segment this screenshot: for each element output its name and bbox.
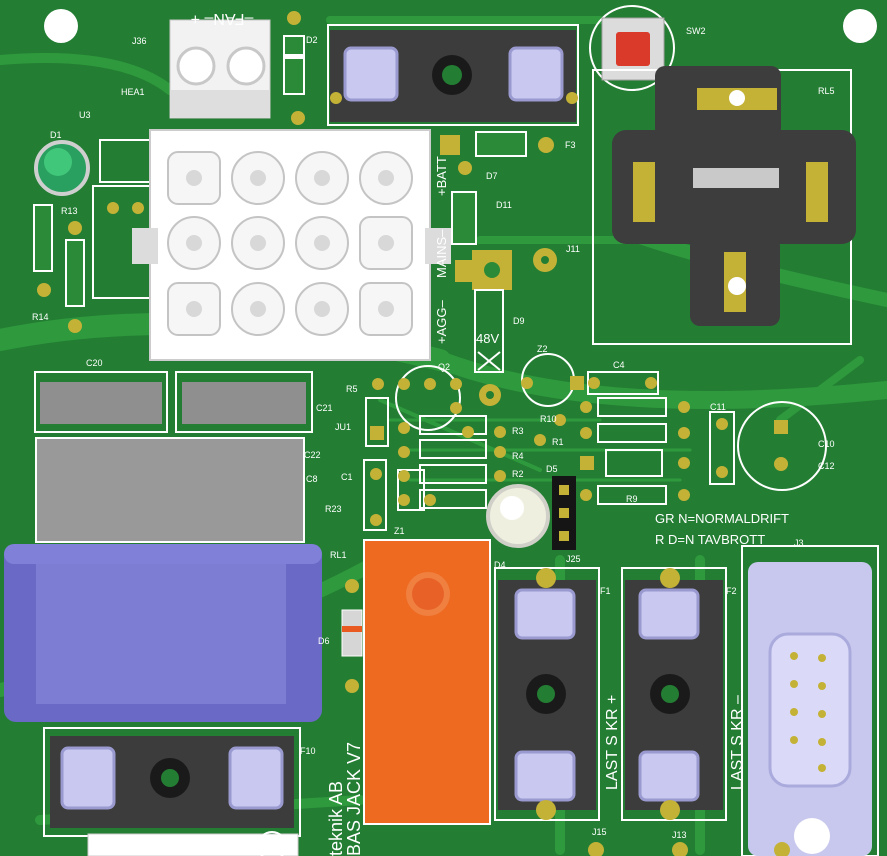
label-hea1: HEA1: [121, 87, 145, 97]
label-j15: J15: [592, 827, 607, 837]
label-j11: J11: [566, 244, 580, 254]
label-z1: Z1: [394, 526, 405, 536]
label-f2: F2: [726, 586, 737, 596]
fuse-holder-f10: [43, 727, 301, 837]
label-rl5: RL5: [818, 86, 835, 96]
legend-alarm: R D=N TAVBROTT: [655, 532, 765, 547]
label-r1: R1: [552, 437, 564, 447]
pad-j11: [533, 248, 557, 272]
label-load-positive: LAST S KR +: [604, 695, 621, 790]
label-d5: D5: [546, 464, 558, 474]
label-u3: U3: [79, 110, 91, 120]
label-ju1: JU1: [335, 422, 351, 432]
label-f10: F10: [300, 746, 316, 756]
fuse-holder-f2: [621, 567, 727, 821]
label-c20: C20: [86, 358, 103, 368]
label-r14: R14: [32, 312, 49, 322]
label-r13: R13: [61, 206, 78, 216]
fuse-holder-top: [327, 24, 579, 126]
label-r4: R4: [512, 451, 524, 461]
label-r3: R3: [512, 426, 524, 436]
relay-rl5: [592, 66, 856, 345]
label-c22: C22: [304, 450, 321, 460]
label-d7: D7: [486, 171, 498, 181]
dsub-connector-j3: [741, 545, 879, 856]
label-q2: Q2: [438, 362, 450, 372]
label-j25: J25: [566, 554, 581, 564]
refdes-labels: J36 D2 HEA1 U3 D1 R13 R14 F3 D7 D11 J11 …: [32, 26, 835, 840]
capacitors-c10-c11: [709, 401, 827, 491]
relay-rl1: [363, 539, 491, 825]
label-d2: D2: [306, 35, 318, 45]
label-c21: C21: [316, 403, 333, 413]
label-batt: +BATT: [434, 156, 449, 196]
led-d1: [34, 140, 90, 196]
label-f3: F3: [565, 140, 576, 150]
terminal-block-blue: [4, 544, 322, 722]
label-j36: J36: [132, 36, 147, 46]
label-fan: –FAN– +: [191, 10, 254, 27]
label-r23: R23: [325, 504, 342, 514]
legend-labels: –FAN– + +BATT MAINS– +AGG– 48V GR N=NORM…: [191, 10, 789, 856]
bottom-left-connector: [87, 831, 299, 856]
led-d4: [486, 484, 550, 548]
mounting-holes: [44, 9, 877, 43]
bottom-pads: [588, 842, 790, 856]
label-c10: C10: [818, 439, 835, 449]
label-d9: D9: [513, 316, 525, 326]
label-rl1: RL1: [330, 550, 347, 560]
label-r10: R10: [540, 414, 557, 424]
label-mains: MAINS–: [434, 229, 449, 278]
capacitor-c22: [35, 437, 305, 543]
label-load-negative: LAST S KR –: [729, 695, 746, 790]
label-48v: 48V: [476, 331, 499, 346]
signal-cluster: [363, 353, 690, 531]
label-z2: Z2: [537, 344, 548, 354]
label-c8: C8: [306, 474, 318, 484]
mount-hole-top-right: [843, 9, 877, 43]
label-d11: D11: [496, 200, 512, 210]
tvs-d9: [474, 289, 504, 406]
label-c1: C1: [341, 472, 353, 482]
label-brand: teknik AB: [326, 781, 346, 856]
label-c12: C12: [818, 461, 835, 471]
diode-d11: [451, 161, 512, 290]
main-connector-12pin: [132, 129, 451, 361]
label-d4: D4: [494, 560, 506, 570]
capacitors-c20-c21: [34, 371, 313, 433]
fuse-f3: [440, 131, 554, 157]
label-j13: J13: [672, 830, 687, 840]
label-d1: D1: [50, 130, 62, 140]
legend-normal: GR N=NORMALDRIFT: [655, 511, 789, 526]
diode-d6: [341, 579, 363, 693]
label-c4: C4: [613, 360, 625, 370]
label-agg: +AGG–: [434, 300, 449, 344]
label-r5: R5: [346, 384, 358, 394]
label-sw2: SW2: [686, 26, 706, 36]
fuse-holder-f1: [494, 567, 600, 821]
label-c11: C11: [710, 402, 726, 412]
fan-connector-j36: [169, 19, 271, 119]
mount-hole-top-left: [44, 9, 78, 43]
label-r9: R9: [626, 494, 638, 504]
label-r2: R2: [512, 469, 524, 479]
label-j3: J3: [794, 538, 804, 548]
label-product: BAS JACK V7: [344, 742, 364, 856]
regulator-u3: [92, 139, 157, 299]
header-d5: [552, 476, 576, 550]
label-f1: F1: [600, 586, 611, 596]
resistors-r13-r14: [33, 204, 85, 333]
label-d6: D6: [318, 636, 330, 646]
diode-d2: [283, 11, 305, 125]
